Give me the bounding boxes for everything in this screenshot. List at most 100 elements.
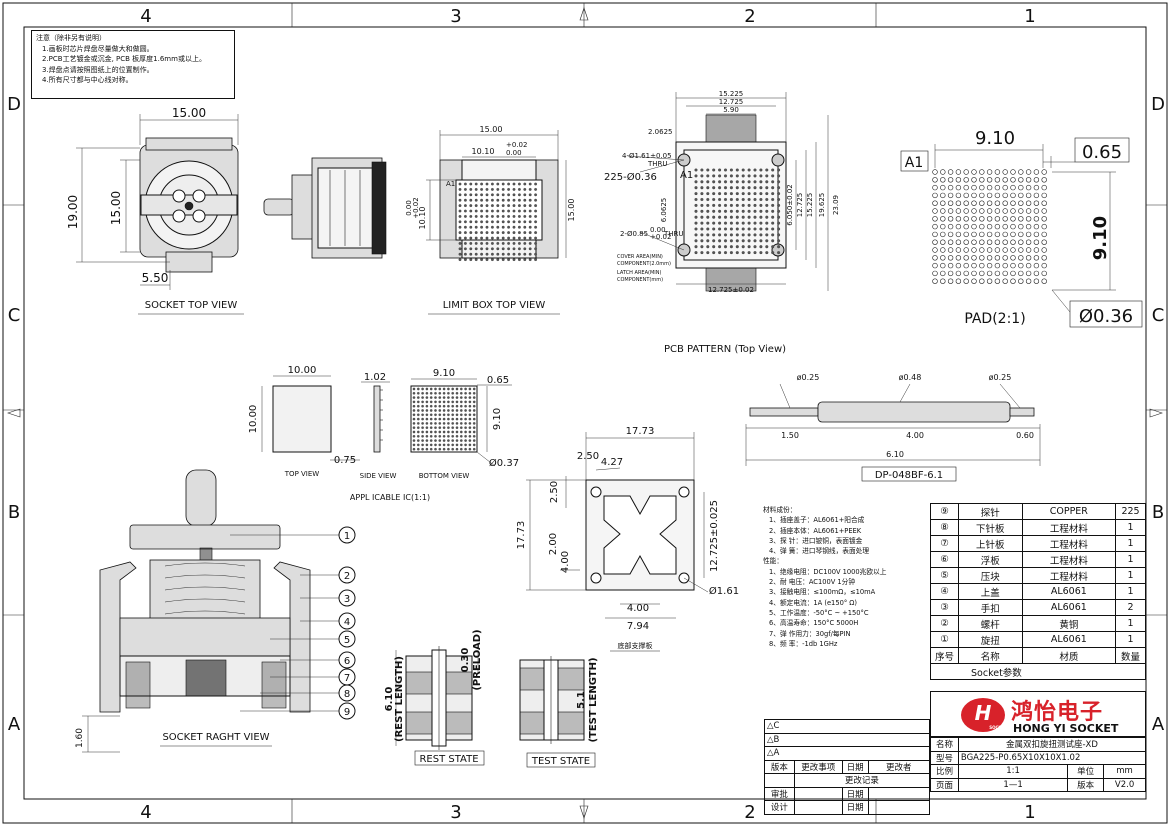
grid-ball <box>947 255 954 261</box>
grid-ball <box>1002 255 1008 261</box>
grid-ball <box>438 422 442 425</box>
grid-ball <box>771 203 775 207</box>
grid-ball <box>1033 192 1040 199</box>
grid-ball <box>1002 223 1008 230</box>
grid-ball <box>468 400 472 404</box>
design-label: 设计 <box>764 800 795 815</box>
grid-ball <box>1018 278 1024 284</box>
grid-ball <box>706 209 710 213</box>
pcb-thru: THRU <box>647 160 668 168</box>
grid-ball <box>1041 231 1047 238</box>
grid-ball <box>518 182 521 186</box>
grid-ball <box>955 231 962 238</box>
grid-ball <box>963 192 969 199</box>
grid-ball <box>468 430 472 434</box>
grid-ball <box>723 221 727 225</box>
grid-ball <box>474 258 478 262</box>
grid-ball <box>963 216 969 222</box>
grid-ball <box>534 247 537 251</box>
grid-ball <box>507 214 511 218</box>
grid-ball <box>723 233 727 237</box>
grid-ball <box>940 270 946 277</box>
scale-label: 比例 <box>930 764 959 779</box>
revision-block: △C △B △A 版本 更改事项 日期 更改者 更改记录 审批日期 设计日期 <box>764 719 931 815</box>
grid-ball <box>528 252 532 256</box>
grid-ball <box>496 182 500 186</box>
grid-ball <box>712 168 716 172</box>
grid-ball <box>971 262 977 269</box>
bom-cell-qty: 2 <box>1115 599 1146 616</box>
pcb-dim: 23.09 <box>832 195 840 215</box>
grid-ball <box>1025 247 1032 253</box>
grid-ball <box>485 204 489 208</box>
grid-ball <box>712 180 716 184</box>
bom-cell-no: ⑥ <box>930 551 959 568</box>
grid-ball <box>694 233 698 237</box>
grid-ball <box>735 227 739 231</box>
grid-ball <box>507 198 511 202</box>
grid-ball <box>451 413 455 417</box>
plate-dim: 4.00 <box>560 551 571 573</box>
grid-ball <box>459 430 463 434</box>
grid-ball <box>480 182 484 186</box>
grid-ball <box>523 209 527 213</box>
grid-ball <box>429 417 433 421</box>
grid-ball <box>518 220 521 224</box>
grid-ball <box>706 245 710 249</box>
plate-dim: 4.00 <box>627 603 649 614</box>
grid-ball <box>694 251 698 255</box>
grid-ball <box>451 430 455 434</box>
grid-ball <box>712 251 716 255</box>
grid-ball <box>455 417 459 421</box>
grid-ball <box>1025 177 1032 183</box>
grid-ball <box>434 422 437 425</box>
grid-ball <box>512 231 516 235</box>
grid-ball <box>485 231 489 235</box>
bom-cell-material: 工程材料 <box>1021 567 1117 584</box>
grid-ball <box>753 227 757 231</box>
grid-ball <box>712 192 716 196</box>
grid-ball <box>718 245 722 249</box>
grid-ball <box>765 203 769 207</box>
grid-ball <box>534 241 537 245</box>
dim-socket-body: 15.00 <box>109 191 123 225</box>
grid-ball <box>1041 177 1047 183</box>
grid-ball <box>425 409 429 412</box>
grid-ball <box>455 391 459 395</box>
rev-row: △B <box>764 732 930 747</box>
grid-ball <box>955 255 962 261</box>
grid-ball <box>1041 192 1047 199</box>
grid-ball <box>741 192 745 196</box>
grid-ball <box>442 434 446 438</box>
balloon-circle <box>338 651 356 669</box>
grid-ball <box>438 396 442 399</box>
grid-ball <box>421 413 424 417</box>
grid-ball <box>434 409 437 412</box>
grid-ball <box>986 216 993 222</box>
grid-ball <box>759 192 763 196</box>
grid-ball <box>464 391 467 395</box>
grid-ball <box>451 426 455 430</box>
grid-ball <box>434 430 437 434</box>
grid-ball <box>507 220 511 224</box>
grid-ball <box>979 192 985 199</box>
grid-ball <box>1018 262 1024 269</box>
row-label: B <box>1152 502 1164 523</box>
version-value: V2.0 <box>1103 777 1146 792</box>
grid-ball <box>464 225 467 229</box>
grid-ball <box>1018 184 1024 191</box>
grid-ball <box>771 198 775 202</box>
grid-ball <box>694 192 698 196</box>
grid-ball <box>729 233 733 237</box>
grid-ball <box>528 231 532 235</box>
grid-ball <box>518 236 521 240</box>
grid-ball <box>979 239 985 245</box>
grid-ball <box>963 200 969 206</box>
grid-ball <box>694 180 698 184</box>
grid-ball <box>459 391 463 395</box>
balloon-number: 1 <box>344 531 350 542</box>
grid-ball <box>1025 278 1032 284</box>
grid-ball <box>451 404 455 408</box>
company-name-cn: 鸿怡电子 <box>1011 700 1104 725</box>
grid-ball <box>955 177 962 183</box>
